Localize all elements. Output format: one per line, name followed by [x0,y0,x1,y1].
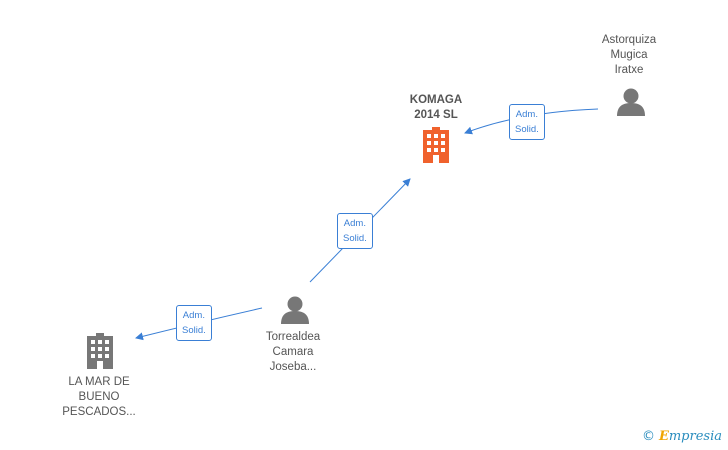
person-label-astorquiza[interactable]: Astorquiza Mugica Iratxe [601,34,657,76]
edge-label-adm-solid: Adm. Solid. [176,305,212,341]
building-icon[interactable] [87,333,113,369]
brand-initial: E [658,429,669,444]
building-icon[interactable] [423,127,449,163]
company-label-komaga[interactable]: KOMAGA 2014 SL [409,94,463,121]
person-label-torrealdea[interactable]: Torrealdea Camara Joseba... [265,331,321,373]
edge-label-adm-solid: Adm. Solid. [509,104,545,140]
brand-name: mpresia [668,429,722,444]
copyright-symbol: © [641,429,655,444]
person-icon[interactable] [617,88,645,117]
edge-label-adm-solid: Adm. Solid. [337,213,373,249]
company-label-lamar[interactable]: LA MAR DE BUENO PESCADOS... [62,376,136,418]
person-icon[interactable] [281,296,309,325]
empresia-logo: ©Empresia [642,429,722,444]
